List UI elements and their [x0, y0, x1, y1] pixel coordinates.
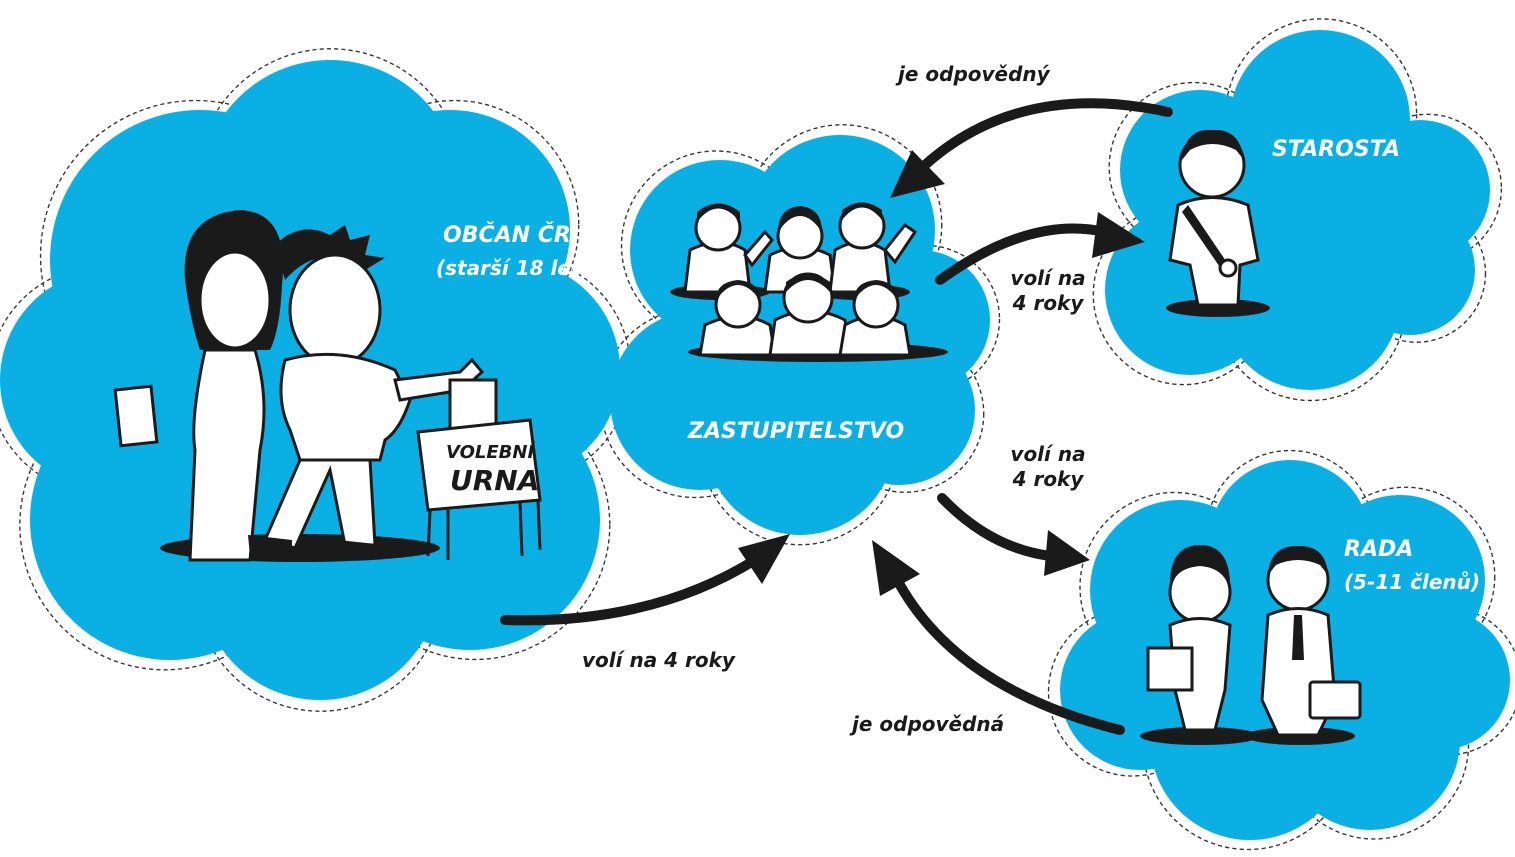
council-illustration	[670, 202, 948, 362]
board-illustration	[1140, 545, 1362, 745]
council-title: ZASTUPITELSTVO	[688, 419, 905, 444]
arrow-council-to-board	[937, 493, 1090, 576]
arrow-board-to-council	[872, 540, 1125, 735]
edge-label-council-to-mayor-line1: volí na	[1010, 266, 1086, 290]
mayor-illustration	[1166, 129, 1270, 317]
citizens-illustration: VOLEBNÍ URNA	[113, 210, 542, 562]
arrow-citizen-to-council	[500, 534, 790, 626]
edge-label-council-to-board-line1: volí na	[1010, 442, 1086, 466]
citizen-title: OBČAN ČR	[443, 223, 571, 248]
edge-label-council-to-board: volí na 4 roky	[1008, 442, 1088, 492]
edge-label-citizen-to-council: volí na 4 roky	[582, 648, 735, 672]
arrow-council-to-mayor	[935, 212, 1145, 285]
mayor-title: STAROSTA	[1272, 137, 1400, 162]
arrow-mayor-to-council	[890, 98, 1173, 198]
edge-label-council-to-board-line2: 4 roky	[1012, 467, 1084, 491]
urn-label-line1: VOLEBNÍ	[446, 441, 536, 463]
edge-label-council-to-mayor-line2: 4 roky	[1012, 291, 1084, 315]
urn-label-line2: URNA	[450, 464, 539, 497]
citizen-subtitle: (starší 18 let)	[436, 256, 590, 280]
edge-label-board-to-council: je odpovědná	[852, 712, 1005, 736]
cloud-mayor	[1105, 30, 1490, 390]
edge-label-mayor-to-council: je odpovědný	[898, 62, 1050, 86]
edge-label-council-to-mayor: volí na 4 roky	[1008, 266, 1088, 316]
board-subtitle: (5-11 členů)	[1344, 570, 1481, 594]
board-title: RADA	[1344, 537, 1414, 562]
